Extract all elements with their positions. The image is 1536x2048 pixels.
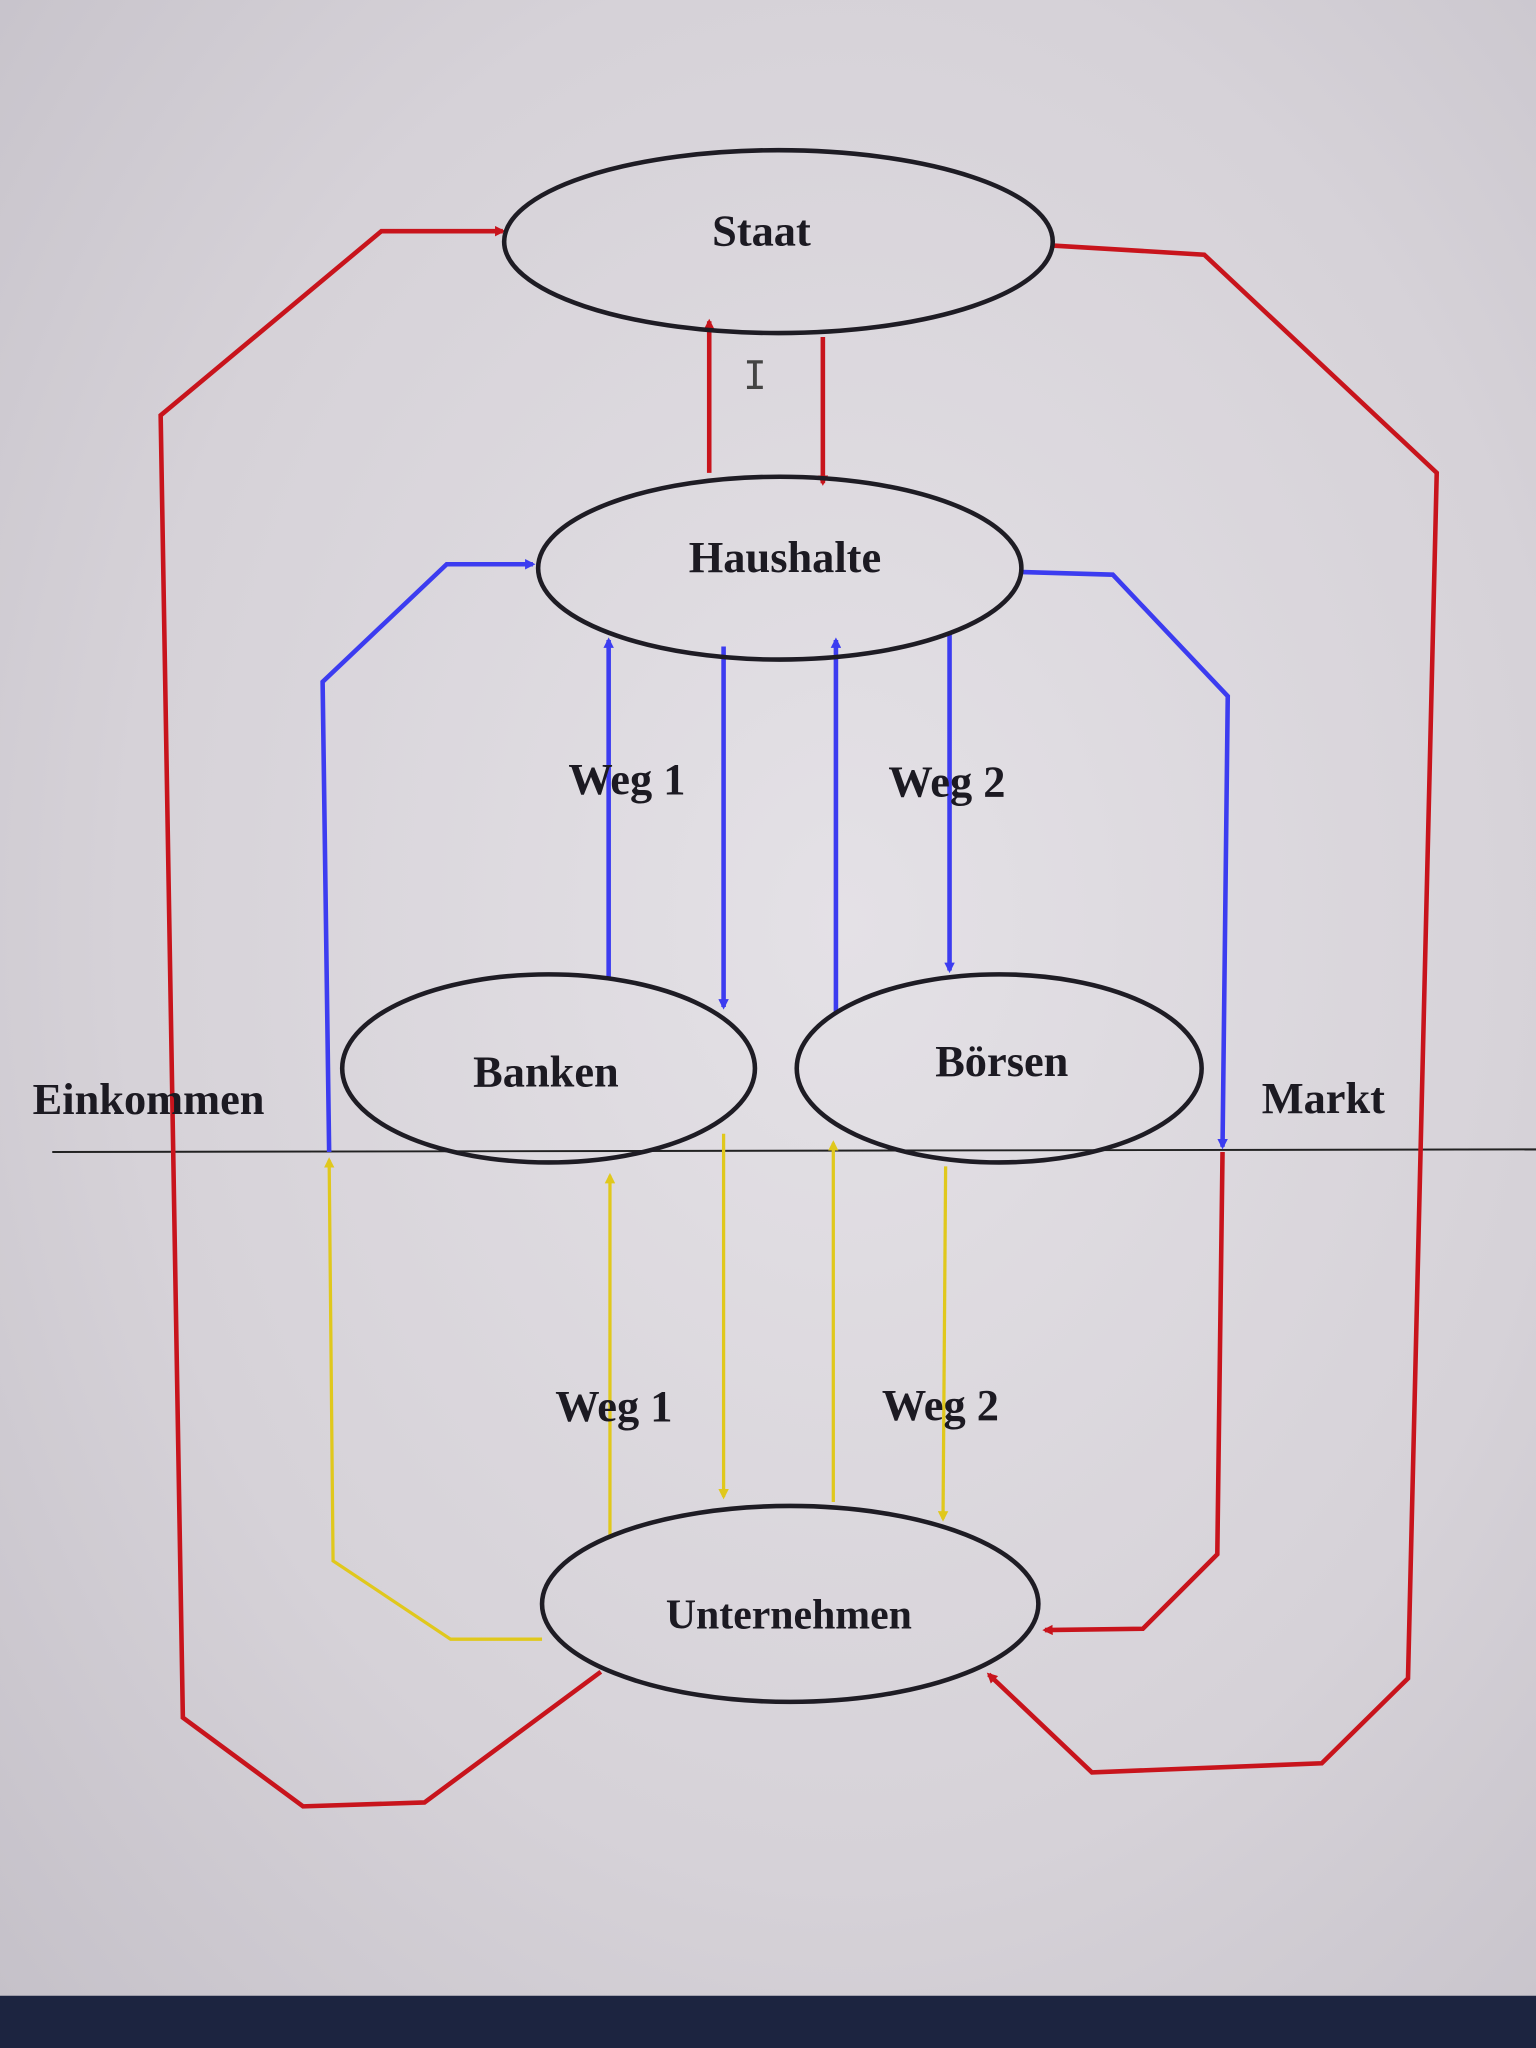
- red-flow-left: [158, 225, 603, 1809]
- node-banken: [339, 972, 758, 1165]
- red-flow-market: [1042, 1151, 1225, 1636]
- blue-flow-left: [320, 559, 536, 1153]
- label-weg2-top: Weg 2: [888, 757, 1005, 807]
- label-einkommen: Einkommen: [33, 1074, 265, 1124]
- label-weg2-bottom: Weg 2: [882, 1380, 999, 1430]
- label-boersen: Börsen: [935, 1036, 1068, 1086]
- text-cursor-icon: I: [743, 354, 767, 399]
- red-flow-right: [986, 243, 1440, 1775]
- label-unternehmen: Unternehmen: [666, 1593, 912, 1639]
- label-banken: Banken: [473, 1047, 619, 1097]
- monitor-bezel: [0, 1995, 1536, 2048]
- node-haushalte: [535, 474, 1024, 662]
- label-haushalte: Haushalte: [689, 532, 881, 582]
- node-unternehmen: [539, 1503, 1041, 1705]
- yellow-weg2-down: [937, 1166, 949, 1522]
- label-weg1-top: Weg 1: [568, 754, 685, 804]
- node-staat: [501, 147, 1056, 336]
- yellow-flow-left: [323, 1157, 543, 1641]
- node-boersen: [794, 972, 1204, 1165]
- label-weg1-bottom: Weg 1: [555, 1381, 672, 1431]
- blue-flow-right: [1022, 569, 1231, 1150]
- label-markt: Markt: [1262, 1073, 1385, 1123]
- label-staat: Staat: [712, 206, 811, 256]
- divider-line: [52, 1148, 1536, 1153]
